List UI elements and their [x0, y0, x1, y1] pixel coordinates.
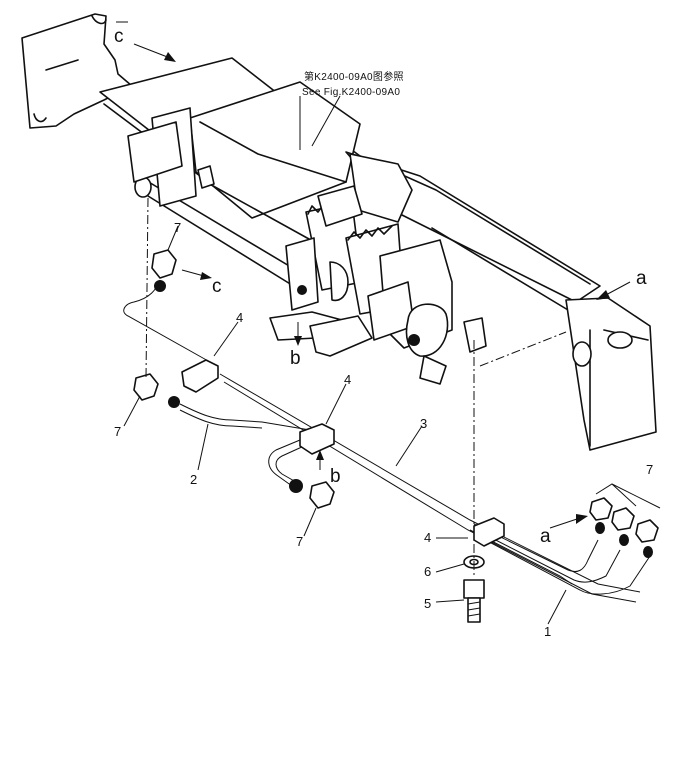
pipe-1-line-d — [477, 535, 651, 595]
part-number-6: 6 — [424, 564, 431, 579]
arrow-c-mid — [181, 269, 205, 277]
view-letter-b-lower: b — [330, 466, 341, 487]
clamp-upper — [181, 359, 219, 393]
arrow-a-right — [603, 281, 631, 297]
pipe-2-line-a — [179, 403, 311, 431]
leader-3 — [395, 425, 423, 467]
arrowhead-c-mid — [200, 272, 212, 280]
leader-1 — [547, 589, 567, 625]
arrow-a-lower — [549, 517, 581, 529]
part-number-3: 3 — [420, 416, 427, 431]
part-number-4-upper: 4 — [236, 310, 243, 325]
leader-7-bottom — [303, 507, 317, 537]
part-number-7-right: 7 — [646, 462, 653, 477]
pipe-1-line-c — [475, 529, 621, 583]
labels: 第K2400-09A0图参照 See Fig.K2400-09A0 c c a … — [114, 21, 653, 639]
pipe-1-line-a — [469, 529, 573, 585]
pipe-3-lower-line — [223, 381, 637, 603]
leader-4-upper — [213, 321, 239, 357]
leader-7-left — [123, 395, 141, 427]
nut-right-c — [643, 546, 653, 558]
spacer-block — [463, 317, 487, 353]
pipe-1-line-b — [473, 523, 599, 573]
part-number-7-left: 7 — [114, 424, 121, 439]
fittings — [133, 249, 659, 623]
pipe-assembly — [123, 279, 651, 603]
nut-top — [154, 280, 166, 292]
view-letter-b-upper: b — [290, 348, 301, 369]
nut-pedal — [297, 285, 307, 295]
view-letter-c-top: c — [114, 26, 124, 47]
bolt-5 — [463, 579, 485, 599]
arrowhead-b-upper — [294, 336, 302, 346]
upper-tube-line — [123, 279, 211, 363]
part-number-4-middle: 4 — [344, 372, 351, 387]
nut-left — [168, 396, 180, 408]
nut-right-b — [619, 534, 629, 546]
bent-tube-line-a — [268, 439, 301, 487]
nut-bottom — [289, 479, 303, 493]
leader-7-right — [595, 483, 661, 509]
arrowhead-b-lower — [316, 450, 324, 460]
leader-5 — [435, 599, 465, 603]
view-letter-c-mid: c — [212, 276, 222, 297]
fitting-7-left — [133, 373, 159, 401]
arrow-c-top — [133, 43, 171, 59]
nut-right-a — [595, 522, 605, 534]
fitting-7-bottom — [309, 481, 335, 509]
reference-note-line1: 第K2400-09A0图参照 — [304, 70, 404, 83]
leaders-and-arrows — [123, 43, 661, 625]
pipe-3-upper-line — [219, 373, 641, 593]
part-number-7-bottom: 7 — [296, 534, 303, 549]
clamp-middle — [299, 423, 335, 455]
upper-frame-assembly — [21, 13, 657, 451]
leader-7-top — [167, 225, 179, 251]
part-number-2: 2 — [190, 472, 197, 487]
fitting-7-right-c — [635, 519, 659, 543]
reference-note-line2: See Fig.K2400-09A0 — [302, 87, 400, 98]
arrowhead-a-right — [596, 290, 610, 300]
nut-valve — [408, 334, 420, 346]
part-number-5: 5 — [424, 596, 431, 611]
part-number-1: 1 — [544, 624, 551, 639]
bent-tube-line-b — [275, 445, 305, 483]
leader-4-middle — [325, 383, 347, 425]
arrowhead-a-lower — [576, 514, 588, 524]
pipe-2-line-b — [179, 409, 263, 429]
arrowhead-c-top — [164, 52, 176, 62]
part-number-4-lower: 4 — [424, 530, 431, 545]
fitting-7-right-a — [589, 497, 613, 521]
view-letter-a-right: a — [636, 268, 647, 289]
leader-reference-angled — [311, 95, 341, 147]
view-letter-a-lower: a — [540, 526, 551, 547]
fitting-7-right-b — [611, 507, 635, 531]
leader-6 — [435, 563, 465, 573]
bolt-5-thread — [467, 601, 481, 617]
fitting-7-top — [151, 249, 177, 279]
part-number-7-top: 7 — [174, 220, 181, 235]
center-lines — [145, 197, 567, 578]
leader-2 — [197, 423, 209, 471]
